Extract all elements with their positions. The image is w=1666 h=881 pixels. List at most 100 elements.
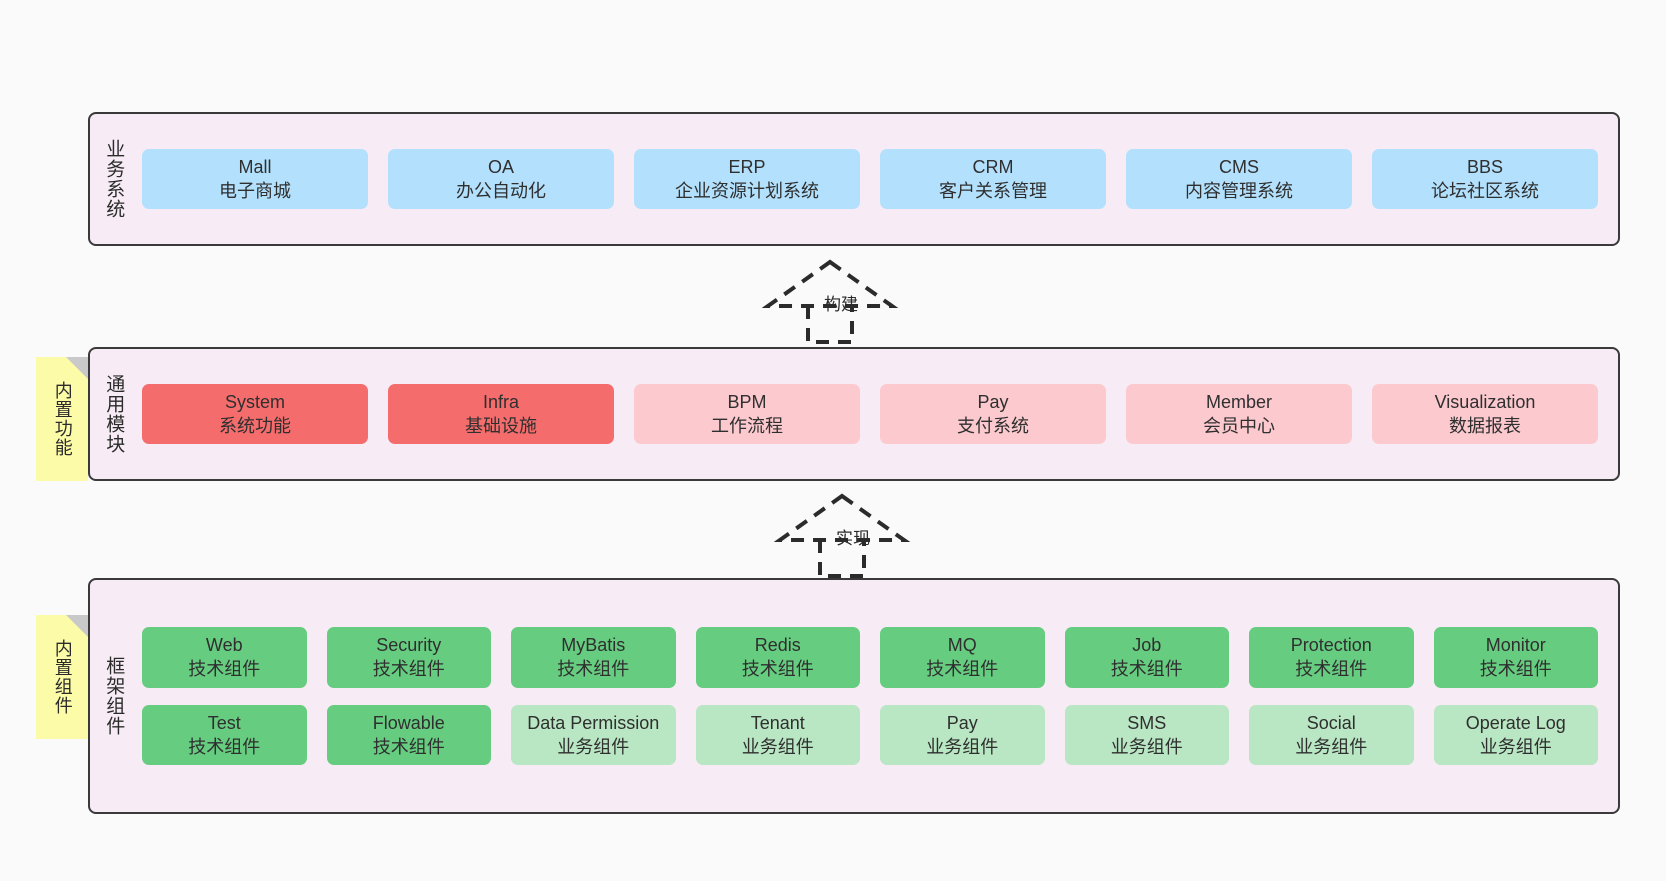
layer-body-framework-components: Web 技术组件 Security 技术组件 MyBatis 技术组件 Redi… (136, 580, 1618, 812)
card-flowable[interactable]: Flowable 技术组件 (326, 704, 491, 766)
card-operate-log[interactable]: Operate Log 业务组件 (1433, 704, 1598, 766)
note-label: 内置组件 (52, 639, 73, 715)
card-desc: 企业资源计划系统 (675, 181, 819, 201)
card-desc: 业务组件 (1295, 736, 1368, 757)
card-web[interactable]: Web 技术组件 (142, 626, 307, 688)
card-desc: 业务组件 (741, 736, 814, 757)
card-social[interactable]: Social 业务组件 (1249, 704, 1414, 766)
card-oa[interactable]: OA 办公自动化 (388, 148, 614, 210)
connector-build: 构建 (760, 258, 900, 344)
card-mall[interactable]: Mall 电子商城 (142, 148, 368, 210)
card-name: Infra (482, 391, 520, 412)
connector-build-label: 构建 (824, 295, 858, 314)
card-desc: 论坛社区系统 (1431, 181, 1539, 201)
card-data-permission[interactable]: Data Permission 业务组件 (511, 704, 676, 766)
card-name: Redis (754, 634, 801, 655)
card-name: MyBatis (561, 634, 626, 655)
card-desc: 系统功能 (219, 416, 291, 436)
card-pay-component[interactable]: Pay 业务组件 (880, 704, 1045, 766)
card-desc: 技术组件 (188, 659, 261, 680)
card-name: SMS (1127, 712, 1167, 733)
card-name: BPM (727, 391, 767, 412)
card-bpm[interactable]: BPM 工作流程 (634, 383, 860, 445)
card-name: CRM (972, 156, 1014, 177)
card-name: BBS (1466, 156, 1504, 177)
card-name: Protection (1290, 634, 1372, 655)
card-desc: 技术组件 (1295, 659, 1368, 680)
card-name: Pay (977, 391, 1009, 412)
card-name: Data Permission (527, 712, 660, 733)
layer-business-systems[interactable]: 业务系统 Mall 电子商城 OA 办公自动化 ERP 企业资源计划系统 CRM… (88, 112, 1620, 246)
card-row: System 系统功能 Infra 基础设施 BPM 工作流程 Pay 支付系统… (142, 383, 1598, 445)
card-mq[interactable]: MQ 技术组件 (880, 626, 1045, 688)
card-mybatis[interactable]: MyBatis 技术组件 (511, 626, 676, 688)
card-desc: 内容管理系统 (1185, 181, 1293, 201)
card-desc: 数据报表 (1449, 416, 1521, 436)
card-desc: 客户关系管理 (939, 181, 1047, 201)
connector-implement-label: 实现 (836, 529, 870, 548)
card-desc: 技术组件 (1110, 659, 1183, 680)
card-desc: 技术组件 (372, 736, 445, 757)
card-protection[interactable]: Protection 技术组件 (1249, 626, 1414, 688)
note-fold-corner-icon (66, 357, 88, 379)
connector-implement: 实现 (772, 492, 912, 578)
card-desc: 电子商城 (219, 181, 291, 201)
card-desc: 支付系统 (957, 416, 1029, 436)
card-name: Pay (946, 712, 978, 733)
card-name: Mall (238, 156, 272, 177)
card-row: Web 技术组件 Security 技术组件 MyBatis 技术组件 Redi… (142, 626, 1598, 688)
card-desc: 技术组件 (926, 659, 999, 680)
card-name: Test (207, 712, 241, 733)
card-name: Operate Log (1465, 712, 1566, 733)
card-desc: 技术组件 (188, 736, 261, 757)
layer-title-business-systems: 业务系统 (103, 139, 125, 219)
card-name: MQ (947, 634, 977, 655)
card-redis[interactable]: Redis 技术组件 (695, 626, 860, 688)
card-name: Web (205, 634, 243, 655)
card-name: Social (1306, 712, 1356, 733)
card-visualization[interactable]: Visualization 数据报表 (1372, 383, 1598, 445)
card-name: ERP (728, 156, 766, 177)
card-desc: 基础设施 (465, 416, 537, 436)
card-name: Security (376, 634, 442, 655)
card-name: Member (1205, 391, 1272, 412)
card-desc: 会员中心 (1203, 416, 1275, 436)
card-system[interactable]: System 系统功能 (142, 383, 368, 445)
card-name: Visualization (1434, 391, 1536, 412)
card-desc: 业务组件 (1110, 736, 1183, 757)
layer-framework-components[interactable]: 框架组件 Web 技术组件 Security 技术组件 MyBatis 技术组件… (88, 578, 1620, 814)
card-tenant[interactable]: Tenant 业务组件 (695, 704, 860, 766)
card-desc: 业务组件 (557, 736, 630, 757)
card-member[interactable]: Member 会员中心 (1126, 383, 1352, 445)
card-name: System (224, 391, 285, 412)
note-fold-corner-icon (66, 615, 88, 637)
card-desc: 业务组件 (926, 736, 999, 757)
layer-body-business-systems: Mall 电子商城 OA 办公自动化 ERP 企业资源计划系统 CRM 客户关系… (136, 114, 1618, 244)
card-pay[interactable]: Pay 支付系统 (880, 383, 1106, 445)
card-monitor[interactable]: Monitor 技术组件 (1433, 626, 1598, 688)
card-desc: 办公自动化 (456, 181, 546, 201)
card-name: Tenant (750, 712, 805, 733)
card-cms[interactable]: CMS 内容管理系统 (1126, 148, 1352, 210)
card-infra[interactable]: Infra 基础设施 (388, 383, 614, 445)
card-desc: 技术组件 (372, 659, 445, 680)
card-desc: 技术组件 (741, 659, 814, 680)
note-label: 内置功能 (52, 381, 73, 457)
card-desc: 业务组件 (1479, 736, 1552, 757)
card-name: OA (487, 156, 514, 177)
card-crm[interactable]: CRM 客户关系管理 (880, 148, 1106, 210)
card-test[interactable]: Test 技术组件 (142, 704, 307, 766)
card-desc: 技术组件 (1479, 659, 1552, 680)
card-bbs[interactable]: BBS 论坛社区系统 (1372, 148, 1598, 210)
card-job[interactable]: Job 技术组件 (1064, 626, 1229, 688)
card-sms[interactable]: SMS 业务组件 (1064, 704, 1229, 766)
card-row: Mall 电子商城 OA 办公自动化 ERP 企业资源计划系统 CRM 客户关系… (142, 148, 1598, 210)
card-desc: 工作流程 (711, 416, 783, 436)
card-erp[interactable]: ERP 企业资源计划系统 (634, 148, 860, 210)
card-security[interactable]: Security 技术组件 (326, 626, 491, 688)
layer-body-common-modules: System 系统功能 Infra 基础设施 BPM 工作流程 Pay 支付系统… (136, 349, 1618, 479)
note-builtin-features: 内置功能 (36, 357, 88, 481)
layer-title-framework-components: 框架组件 (103, 656, 125, 736)
layer-common-modules[interactable]: 通用模块 System 系统功能 Infra 基础设施 BPM 工作流程 Pay… (88, 347, 1620, 481)
connector-build-arrow (761, 259, 899, 344)
